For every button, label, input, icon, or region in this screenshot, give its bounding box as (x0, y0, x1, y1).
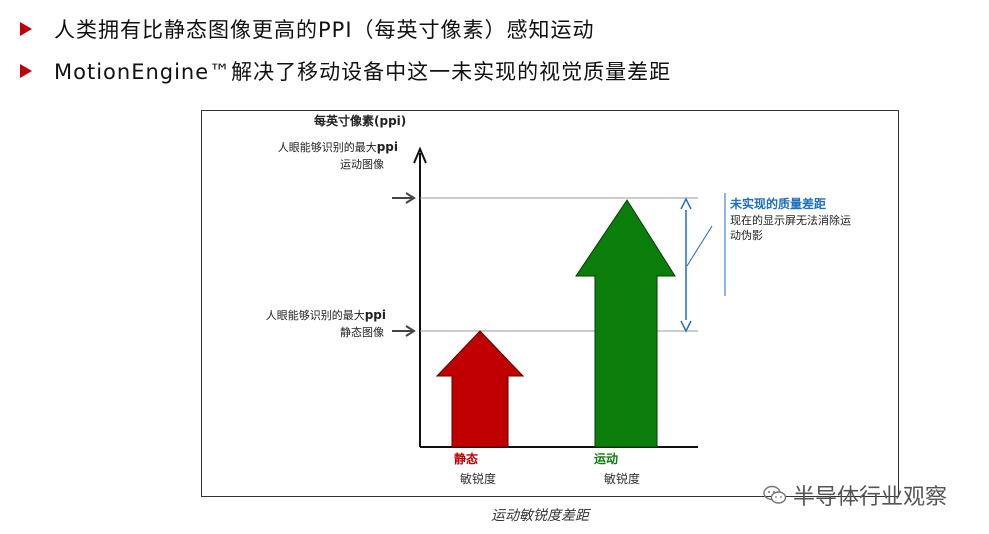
static-category-sub: 敏锐度 (460, 471, 496, 486)
watermark-text: 半导体行业观察 (793, 485, 948, 510)
y-axis-arrow-icon (413, 146, 427, 164)
diagram-svg: 每英寸像素(ppi) 人眼能够识别的最大ppi 运动图像 人眼能够识别的最大pp… (266, 113, 851, 486)
gap-arrow-up-icon (680, 197, 692, 210)
static-category-name: 静态 (454, 451, 478, 466)
gap-arrow-down-icon (680, 320, 692, 333)
bullet-triangle-icon (20, 64, 32, 78)
wechat-icon (763, 485, 787, 504)
figure-caption: 运动敏锐度差距 (491, 508, 589, 524)
gap-desc-line1: 现在的显示屏无法消除运 (730, 213, 851, 227)
motion-category-name: 运动 (594, 452, 618, 466)
gap-connector (686, 225, 713, 267)
static-level-arrow-icon (392, 325, 416, 337)
bullet-line-1: 人类拥有比静态图像更高的PPI（每英寸像素）感知运动 (20, 14, 595, 44)
gap-desc-line2: 动伪影 (730, 229, 763, 242)
motion-ppi-label-line2: 运动图像 (340, 158, 384, 171)
watermark: 半导体行业观察 (763, 479, 947, 511)
static-ppi-label-line2: 静态图像 (340, 325, 384, 339)
motion-category-sub: 敏锐度 (604, 471, 640, 486)
diagram-frame: 每英寸像素(ppi) 人眼能够识别的最大ppi 运动图像 人眼能够识别的最大pp… (201, 110, 899, 497)
bullet-text-2: MotionEngine™解决了移动设备中这一未实现的视觉质量差距 (54, 60, 672, 84)
motion-level-arrow-icon (392, 192, 416, 204)
bullet-line-2: MotionEngine™解决了移动设备中这一未实现的视觉质量差距 (20, 56, 671, 86)
static-ppi-label-line1: 人眼能够识别的最大ppi (266, 308, 386, 322)
static-acuity-arrow (435, 330, 525, 448)
bullet-text-1: 人类拥有比静态图像更高的PPI（每英寸像素）感知运动 (54, 18, 595, 42)
motion-ppi-label-line1: 人眼能够识别的最大ppi (278, 140, 398, 154)
motion-acuity-arrow (575, 199, 676, 448)
gap-title: 未实现的质量差距 (729, 196, 826, 211)
axis-title: 每英寸像素(ppi) (314, 113, 406, 128)
bullet-triangle-icon (20, 22, 32, 36)
